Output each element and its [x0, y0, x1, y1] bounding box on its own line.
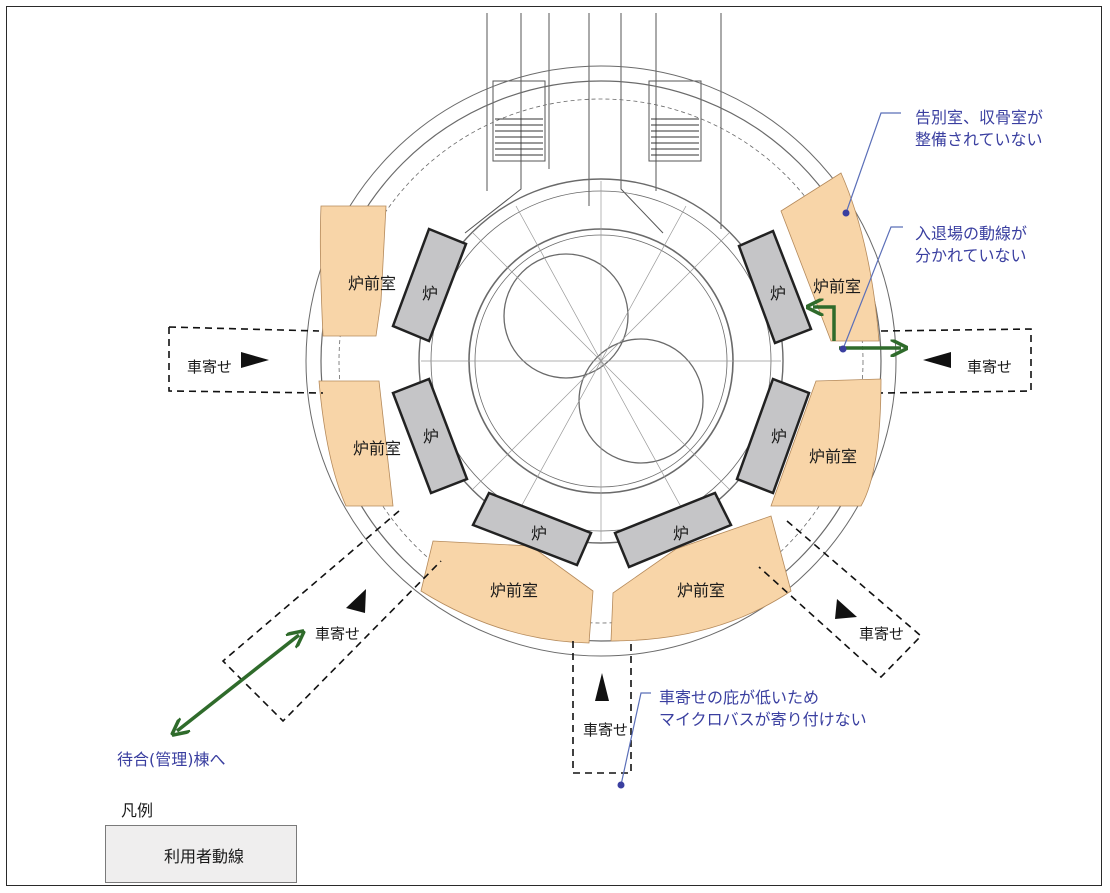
- prep-room-label-east-lower: 炉前室: [808, 447, 858, 466]
- driveway-west: [168, 326, 324, 394]
- driveway-label-east: 車寄せ: [967, 358, 1013, 376]
- furnace-label-west-lower: 炉: [422, 427, 440, 446]
- prep-room-label-southwest: 炉前室: [489, 581, 539, 600]
- furnace-south-right: [613, 491, 733, 569]
- note-low-canopy-line1: 車寄せの庇が低いため: [659, 688, 820, 707]
- diagram-frame: 炉前室 炉前室 炉前室 炉前室 炉前室 炉前室 炉 炉 炉 炉 炉 炉 車寄せ …: [6, 6, 1102, 886]
- furnace-label-east-upper: 炉: [769, 284, 787, 303]
- prep-room-east-lower: [770, 378, 882, 507]
- note-low-canopy-line2: マイクロバスが寄り付けない: [659, 710, 867, 729]
- legend-box: 利用者動線: [105, 825, 297, 883]
- driveways: [168, 326, 1032, 774]
- stair-treads: [495, 118, 699, 156]
- prep-room-label-west-upper: 炉前室: [347, 274, 397, 293]
- driveway-southwest: [221, 510, 442, 723]
- prep-room-label-southeast: 炉前室: [676, 581, 726, 600]
- note-no-farewell-room-line2: 整備されていない: [915, 130, 1043, 149]
- prep-room-label-west-lower: 炉前室: [352, 439, 402, 458]
- floor-plan: [7, 13, 1032, 887]
- driveway-label-west: 車寄せ: [187, 358, 233, 376]
- note-to-waiting-building: 待合(管理)棟へ: [117, 750, 226, 769]
- prep-room-label-east-upper: 炉前室: [812, 277, 862, 296]
- furnace-label-west-upper: 炉: [421, 284, 439, 303]
- driveway-east: [880, 328, 1032, 394]
- north-entrance-wings: [464, 13, 722, 234]
- driveway-label-southeast: 車寄せ: [859, 625, 905, 643]
- driveway-south: [572, 641, 632, 774]
- furnace-east-lower: [735, 377, 811, 495]
- driveway-label-south: 車寄せ: [583, 721, 629, 739]
- note-no-farewell-room-line1: 告別室、収骨室が: [915, 108, 1044, 127]
- legend-title: 凡例: [121, 801, 154, 820]
- leader-lines: [620, 112, 903, 786]
- leader-dots: [617, 209, 850, 789]
- driveway-arrowheads: [241, 352, 951, 701]
- prep-rooms: [318, 172, 882, 644]
- furnace-east-upper: [737, 229, 813, 345]
- legend-user-flow-label: 利用者動線: [164, 847, 245, 866]
- prep-room-southeast: [610, 515, 792, 642]
- driveway-southeast: [758, 520, 923, 679]
- furnace-west-upper: [391, 227, 468, 343]
- note-no-farewell-room: 告別室、収骨室が 整備されていない: [915, 107, 1043, 151]
- furnace-west-lower: [391, 377, 469, 495]
- furnace-label-east-lower: 炉: [770, 427, 788, 446]
- prep-room-west-lower: [318, 380, 394, 507]
- construction-lines: [421, 181, 781, 541]
- furnace-label-south-right: 炉: [672, 524, 690, 543]
- driveway-label-southwest: 車寄せ: [315, 625, 361, 643]
- note-low-canopy: 車寄せの庇が低いため マイクロバスが寄り付けない: [659, 687, 867, 731]
- prep-room-east-upper: [780, 172, 880, 342]
- prep-room-southwest: [420, 540, 594, 644]
- user-flow-arrows: [177, 307, 901, 731]
- furnace-south-left: [471, 491, 593, 567]
- prep-room-west-upper: [319, 205, 387, 337]
- furnaces: [391, 227, 813, 569]
- furnace-label-south-left: 炉: [530, 524, 548, 543]
- note-flow-not-separated-line1: 入退場の動線が: [915, 224, 1028, 243]
- note-flow-not-separated: 入退場の動線が 分かれていない: [915, 223, 1027, 267]
- note-flow-not-separated-line2: 分かれていない: [915, 246, 1027, 265]
